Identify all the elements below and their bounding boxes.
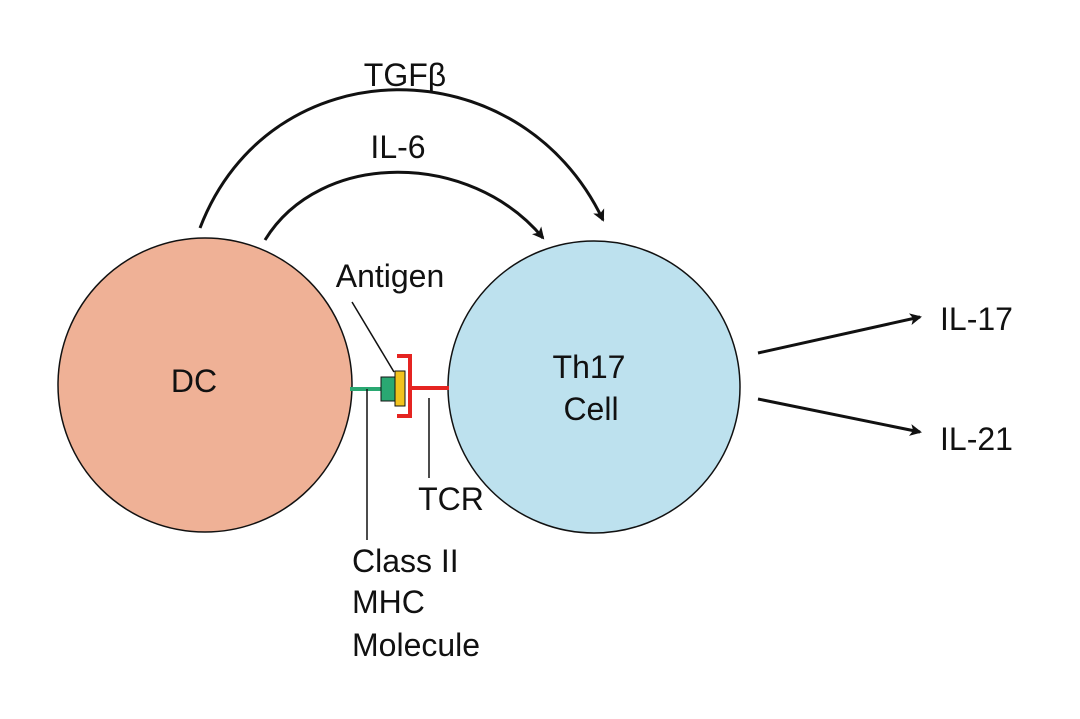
antigen-block bbox=[394, 370, 406, 407]
antigen-callout-line bbox=[351, 301, 395, 373]
tcr-label: TCR bbox=[418, 481, 484, 517]
dc-label: DC bbox=[171, 363, 217, 399]
mhc-label-line1: Class II bbox=[352, 543, 459, 579]
th17-cell bbox=[447, 240, 741, 534]
tgfb-arrow bbox=[198, 88, 605, 229]
tgfb-label: TGFβ bbox=[364, 57, 446, 93]
th17-label-line1: Th17 bbox=[553, 349, 626, 385]
dc-cell bbox=[57, 237, 353, 533]
th17-label-line2: Cell bbox=[563, 391, 618, 427]
antigen-label: Antigen bbox=[336, 258, 445, 294]
il17-label: IL-17 bbox=[940, 301, 1013, 337]
mhc-label-line2: MHC bbox=[352, 584, 425, 620]
mhc-label-line3: Molecule bbox=[352, 627, 480, 663]
il21-arrow bbox=[757, 397, 922, 436]
il6-label: IL-6 bbox=[370, 129, 425, 165]
il21-label: IL-21 bbox=[940, 421, 1013, 457]
il17-arrow bbox=[757, 313, 922, 355]
mhc-head bbox=[380, 376, 396, 402]
il6-arrow bbox=[263, 170, 545, 241]
